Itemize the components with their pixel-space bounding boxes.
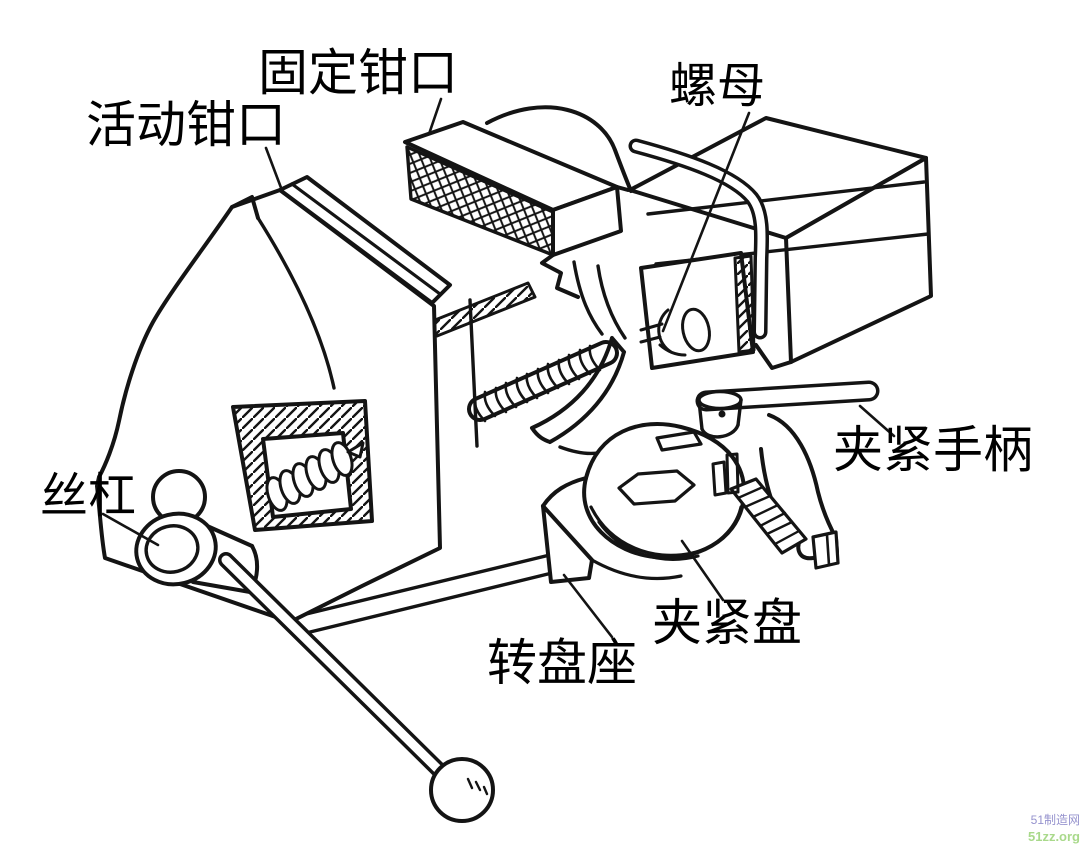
leader-lead-screw (101, 512, 160, 547)
label-fixed-jaw: 固定钳口 (258, 45, 458, 101)
leader-clamp-disc (680, 539, 725, 602)
label-clamp-disc: 夹紧盘 (652, 595, 802, 651)
leader-nut (661, 111, 751, 333)
fixed-jaw-body (485, 105, 756, 370)
lead-screw-head (134, 469, 259, 594)
turning-handle (218, 552, 495, 823)
jaw-cutaway-window (231, 399, 374, 532)
leader-swivel-base (562, 573, 614, 639)
label-lead-screw: 丝杠 (40, 470, 137, 523)
label-movable-jaw: 活动钳口 (86, 97, 286, 153)
watermark-site-url: 51zz.org (1027, 829, 1080, 845)
label-nut: 螺母 (669, 60, 766, 113)
leader-movable-jaw (264, 146, 285, 195)
watermark-site-name: 51制造网 (1030, 813, 1080, 827)
leader-fixed-jaw (427, 97, 443, 136)
watermark: 51制造网 51zz.org (1028, 812, 1080, 846)
clamp-disc-section-wedge (729, 477, 808, 555)
leader-clamp-handle (858, 404, 896, 438)
fixed-jaw-plate (403, 120, 623, 257)
swivel-base (541, 413, 840, 584)
bent-tube-frame (628, 138, 770, 340)
label-swivel-base: 转盘座 (487, 635, 637, 691)
label-clamp-handle: 夹紧手柄 (833, 422, 1033, 478)
clamp-handle (695, 380, 880, 439)
leader-lines (101, 97, 896, 639)
